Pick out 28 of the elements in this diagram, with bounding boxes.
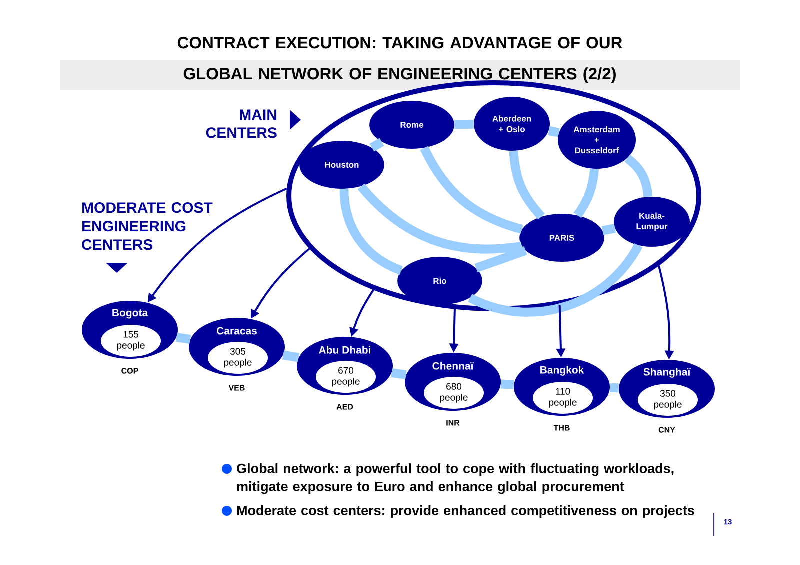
link-band [468,243,643,317]
link-band [420,146,524,234]
link-band [391,368,407,380]
link-band [340,188,404,275]
currency-label: INR [446,420,460,426]
link-band [548,126,560,138]
link-band [500,380,514,390]
bullet-text: Global network: a powerful tool to cope with fluctuating workloads, mitigate exposure to Euro and enhance global procurement [237,464,674,494]
link-band [624,154,653,198]
link-band [602,224,616,236]
link-band [610,383,619,393]
currency-label: VEB [228,385,245,391]
currency-label: AED [336,404,354,410]
heading: MAIN CENTERS [206,110,277,138]
bullet-text: Moderate cost centers: provide enhanced competitiveness on projects [237,506,694,518]
link-band [574,168,600,218]
currency-label: CNY [658,427,676,433]
link-band [474,246,528,272]
section-heading: MODERATE COST ENGINEERING CENTERS [82,202,213,273]
currency-label: THB [554,425,570,431]
title: CONTRACT EXECUTION: TAKING ADVANTAGE OF OUR GLOBAL NETWORK OF ENGINEERING CENTERS (2/2) [60,37,740,90]
currency-label: COP [122,368,138,374]
link-band [509,150,546,220]
link-band [370,138,384,152]
link-band [358,184,523,254]
link-band [454,120,474,130]
link-band [176,332,192,344]
link-band [282,350,300,362]
